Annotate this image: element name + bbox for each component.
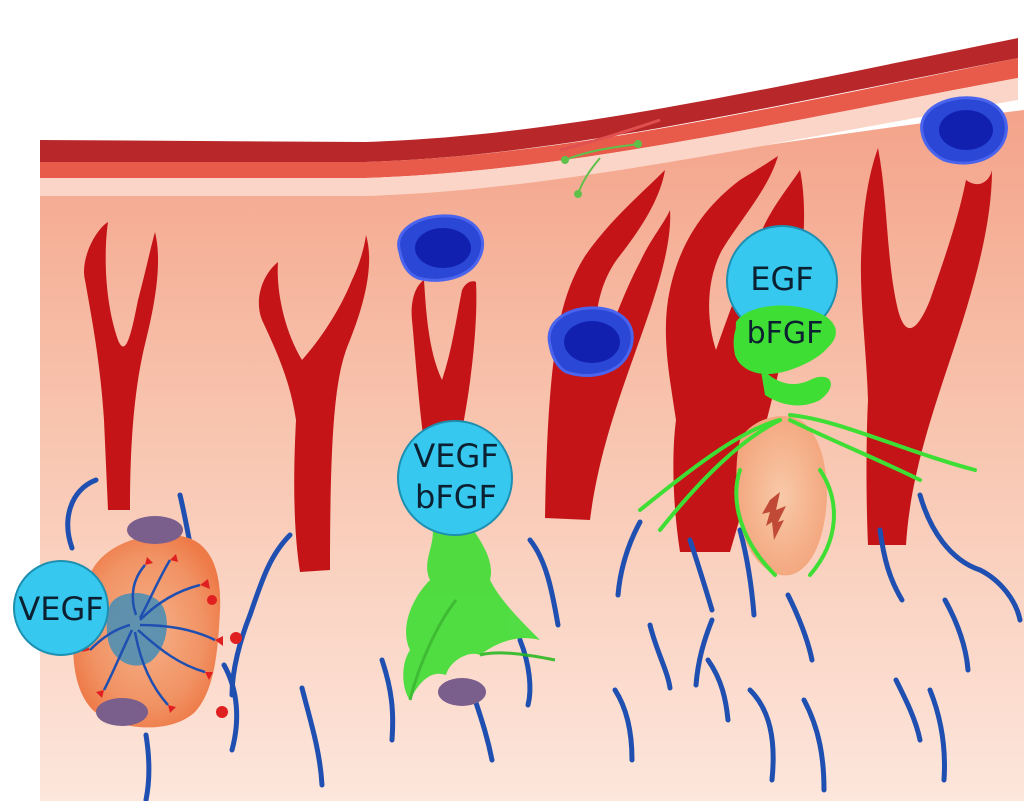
green-sprout-center (403, 517, 556, 701)
vessel-2 (258, 235, 370, 572)
label-center-line1: VEGF (413, 437, 498, 475)
blue-cell-2 (547, 306, 634, 377)
green-arrows (561, 140, 642, 198)
vessel-3 (411, 280, 477, 460)
vessel-1 (84, 222, 159, 510)
blue-cell-3 (920, 96, 1008, 165)
label-right-line1: EGF (750, 260, 813, 298)
epithelium-layers (40, 38, 1018, 196)
growth-factor-egf-bfgf-right: EGF bFGF (726, 225, 838, 369)
label-right-line2: bFGF (747, 316, 824, 351)
tumor-cluster (73, 516, 242, 728)
blue-cell-1 (397, 214, 485, 282)
connective-fibers (65, 477, 1023, 801)
label-vegf-left: VEGF (18, 590, 103, 628)
label-center-line2: bFGF (415, 478, 497, 516)
blue-cells (397, 96, 1008, 377)
growth-factor-vegf-left: VEGF (13, 560, 109, 656)
growth-factor-vegf-bfgf-center: VEGF bFGF (397, 420, 513, 536)
